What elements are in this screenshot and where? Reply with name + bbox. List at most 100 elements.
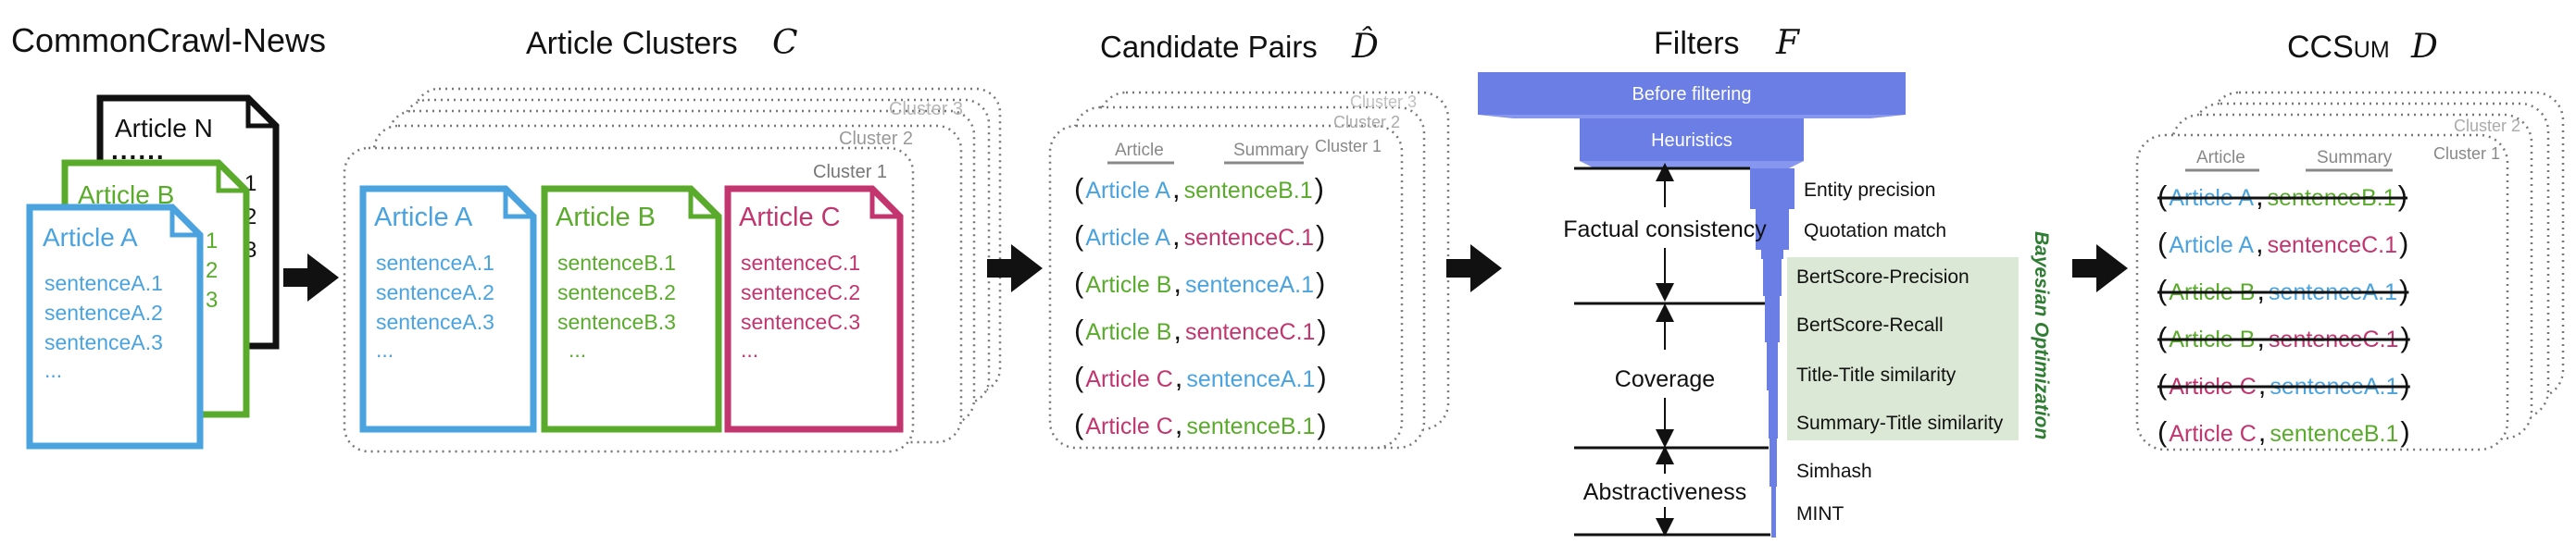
svg-text:CCSUM: CCSUM [2287,30,2390,65]
open-paren: ( [1074,408,1084,440]
cluster-doc-c-line-4: ... [741,338,758,362]
cluster-doc-c-line-2: sentenceC.2 [741,280,860,304]
funnel-neck-1 [1478,115,1906,118]
cluster-doc-a-title: Article A [374,203,473,232]
flow-arrow-3 [1446,244,1502,292]
cluster-doc-a-line-3: sentenceA.3 [376,310,494,334]
open-paren: ( [2157,368,2168,401]
svg-text:(Article C,sentenceB.1): (Article C,sentenceB.1) [1074,408,1327,440]
group-abstractiveness: Abstractiveness [1583,479,1746,505]
svg-text:(Article B,sentenceC.1): (Article B,sentenceC.1) [1074,314,1327,346]
candidate-pair-row-summary: sentenceB.1 [1184,178,1313,204]
close-paren: ) [2400,368,2409,401]
candidate-pair-row-article: Article C [1085,366,1172,392]
svg-text:(Article A,sentenceC.1): (Article A,sentenceC.1) [2157,227,2408,259]
candidate-pair-row-article: Article B [1085,272,1171,298]
candidate-pair-row-2: (Article A,sentenceC.1) [1074,219,1325,252]
close-paren: ) [2400,415,2409,448]
article-a-document: Article A sentenceA.1 sentenceA.2 senten… [26,204,204,450]
ccsum-pair-row-1: (Article A,sentenceB.1) [2157,179,2407,212]
cluster-doc-a-line-4: ... [376,338,394,362]
ccsum-pair-row-article: Article A [2169,232,2254,258]
article-a-line-1: sentenceA.1 [44,271,163,295]
article-a-title: Article A [43,223,138,252]
ccsum-cluster-label-2: Cluster 2 [2454,117,2520,135]
article-b-line-1: 1 [206,229,218,253]
filter-entity-precision: Entity precision [1804,179,1935,201]
filter-quotation-match: Quotation match [1804,220,1946,241]
open-paren: ( [2157,227,2168,259]
candidate-cluster-label-3: Cluster 3 [1350,93,1417,111]
open-paren: ( [1074,314,1084,346]
close-paren: ) [2400,321,2409,353]
open-paren: ( [2157,274,2168,306]
candidate-card-1 [1048,124,1404,450]
candidate-cluster-label-2: Cluster 2 [1333,113,1400,131]
cluster-doc-b-line-1: sentenceB.1 [557,251,676,275]
before-filtering-bar [1478,72,1906,115]
close-paren: ) [1316,266,1325,299]
ccsum-pair-row-4: (Article B,sentenceC.1) [2157,321,2410,353]
open-paren: ( [2157,415,2168,448]
funnel-step-7 [1769,390,1778,439]
ccsum-pair-row-3: (Article B,sentenceA.1) [2157,274,2409,306]
ccsum-pair-row-6: (Article C,sentenceB.1) [2157,415,2410,448]
svg-text:(Article C,sentenceB.1): (Article C,sentenceB.1) [2157,415,2410,448]
comma: , [2257,321,2265,353]
candidate-pair-row-5: (Article C,sentenceA.1) [1074,361,1327,393]
filters-title: Filters [1654,26,1740,61]
cluster-doc-b-line-3: sentenceB.3 [557,310,676,334]
comma: , [1175,408,1183,440]
svg-text:(Article A,sentenceB.1): (Article A,sentenceB.1) [2157,179,2407,212]
cluster-doc-c: Article C sentenceC.1 sentenceC.2 senten… [724,185,904,433]
bayesian-label: Bayesian Optimization [2031,231,2052,439]
funnel-step-5 [1765,296,1780,342]
funnel-step-1 [1750,168,1794,209]
candidate-pair-row-article: Article A [1085,225,1170,251]
cluster-label-1: Cluster 1 [813,162,887,182]
ccsum-col-summary: Summary [2317,148,2393,167]
funnel-step-4 [1763,259,1782,296]
candidate-pair-row-summary: sentenceC.1 [1185,319,1315,345]
comma: , [1173,314,1182,346]
candidate-pair-row-3: (Article B,sentenceA.1) [1074,266,1325,299]
filter-simhash: Simhash [1796,461,1872,482]
candidates-symbol: D̂ [1351,26,1379,66]
candidate-pair-row-article: Article A [1085,178,1170,204]
comma: , [2257,274,2265,306]
flow-arrow-1 [283,253,339,302]
funnel-neck-2 [1580,161,1804,168]
filter-summary-title: Summary-Title similarity [1796,413,2004,434]
candidate-pair-list: (Article A,sentenceB.1)(Article A,senten… [1074,172,1327,440]
ccsum-title-main: CCS [2287,30,2354,65]
filters-symbol: F [1775,24,1801,62]
filter-funnel: Before filtering Heuristics [1478,72,1906,537]
group-brackets [1574,163,1770,537]
candidate-pair-row-summary: sentenceB.1 [1186,414,1315,439]
cluster-doc-a-line-1: sentenceA.1 [376,251,494,275]
bayesian-panel [1787,257,2019,440]
svg-text:(Article B,sentenceA.1): (Article B,sentenceA.1) [2157,274,2408,306]
funnel-step-8 [1769,439,1777,487]
filter-title-title: Title-Title similarity [1796,364,1957,386]
candidate-pair-row-summary: sentenceA.1 [1186,366,1315,392]
candidate-cluster-label-1: Cluster 1 [1315,137,1382,155]
close-paren: ) [1317,408,1326,440]
cluster-doc-c-line-1: sentenceC.1 [741,251,860,275]
svg-text:(Article C,sentenceA.1): (Article C,sentenceA.1) [2157,368,2410,401]
cluster-label-2: Cluster 2 [839,129,913,149]
close-paren: ) [2399,227,2408,259]
ccsum-pair-row-2: (Article A,sentenceC.1) [2157,227,2408,259]
heuristics-label: Heuristics [1651,130,1732,151]
close-paren: ) [2398,179,2407,212]
comma: , [2258,415,2267,448]
ccsum-pair-list: (Article A,sentenceB.1)(Article A,senten… [2157,179,2410,448]
close-paren: ) [2399,274,2408,306]
group-factual-consistency: Factual consistency [1563,216,1767,242]
open-paren: ( [2157,179,2168,212]
cluster-doc-c-line-3: sentenceC.3 [741,310,860,334]
ccsum-pair-row-summary: sentenceC.1 [2268,232,2397,258]
svg-text:(Article B,sentenceA.1): (Article B,sentenceA.1) [1074,266,1325,299]
ccsum-col-article: Article [2196,148,2245,167]
